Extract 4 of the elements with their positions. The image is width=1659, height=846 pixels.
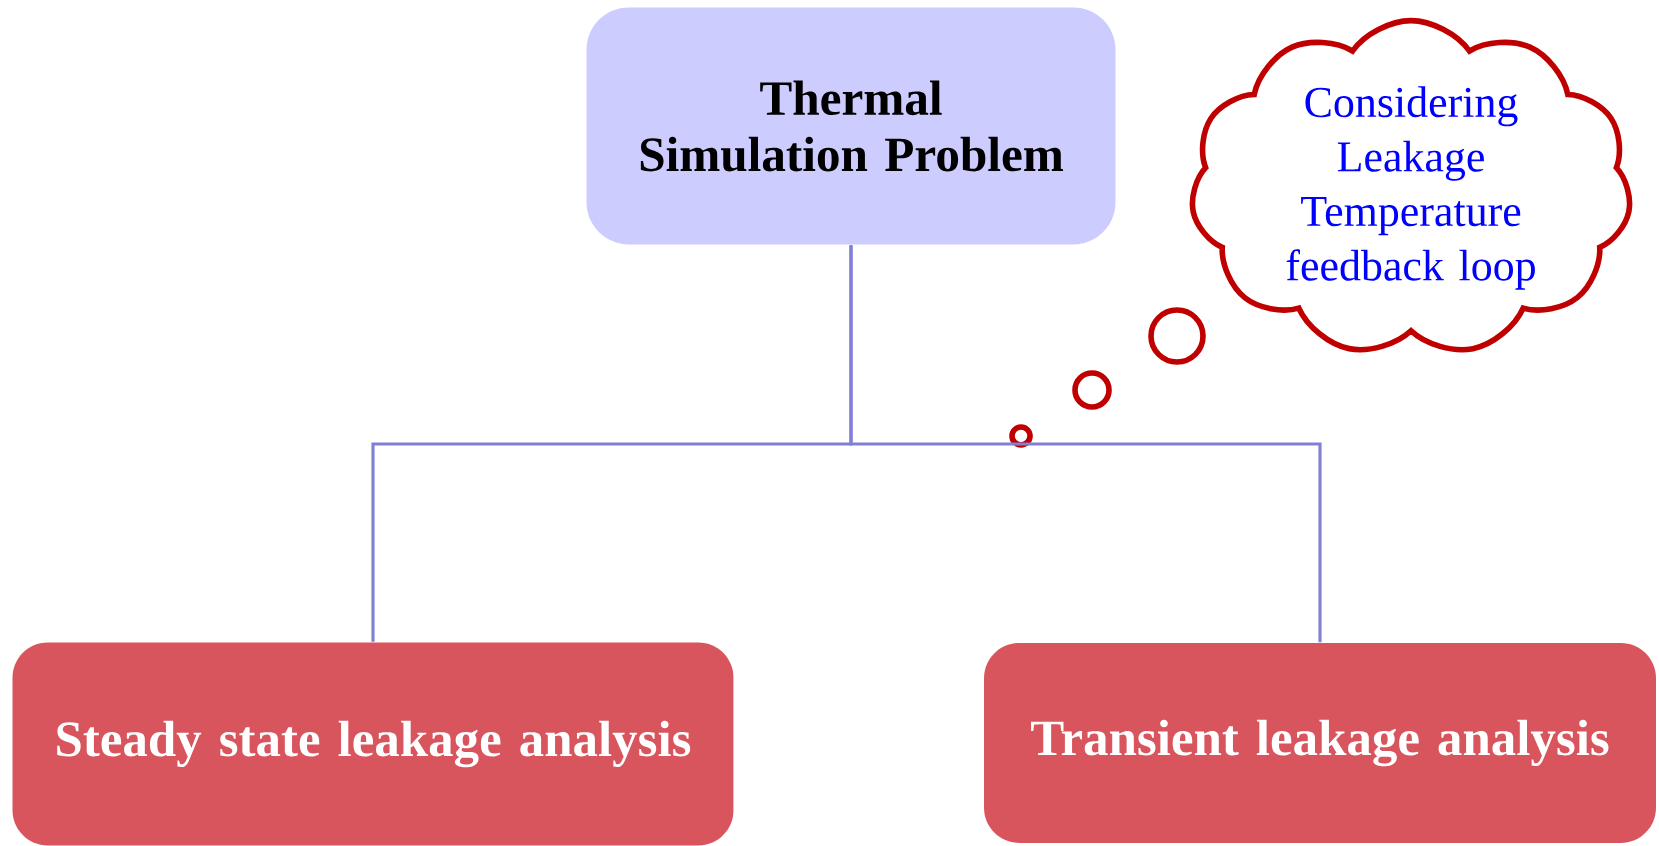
process-box: Transient leakage analysis [984, 643, 1656, 843]
process-box: Thermal Simulation Problem [586, 7, 1116, 245]
connector-line [849, 245, 1322, 643]
process-box: Steady state leakage analysis [12, 642, 734, 846]
